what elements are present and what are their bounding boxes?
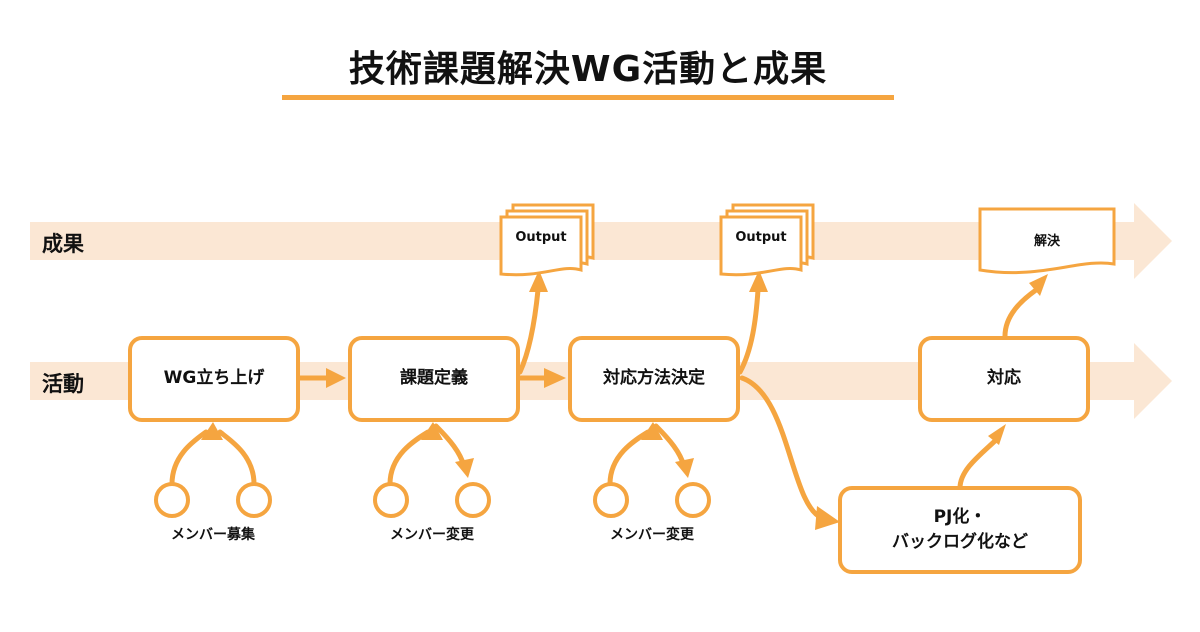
member-circle — [455, 482, 491, 518]
step-label: 課題定義 — [400, 368, 468, 389]
member-label-recruit: メンバー募集 — [171, 527, 255, 543]
step-label: 対応方法決定 — [603, 368, 705, 389]
member-circle — [675, 482, 711, 518]
step-wg-launch: WG立ち上げ — [128, 336, 300, 422]
arrow-member2-out — [433, 423, 467, 469]
member-label-change-1: メンバー変更 — [390, 527, 474, 543]
output-label-2: Output — [735, 230, 787, 245]
step-approach-decision: 対応方法決定 — [568, 336, 740, 422]
arrow-member3-out — [653, 423, 687, 469]
pj-line-1: PJ化・ — [933, 506, 987, 527]
arrow-member3-in — [607, 429, 651, 487]
title-underline — [282, 95, 894, 100]
arrow-step4-to-resolution — [1002, 287, 1039, 339]
member-label-change-2: メンバー変更 — [610, 527, 694, 543]
page-title: 技術課題解決WG活動と成果 — [348, 49, 828, 90]
arrow-member2-in — [387, 429, 431, 487]
arrow-step3-to-output2 — [737, 287, 761, 375]
step-issue-definition: 課題定義 — [348, 336, 520, 422]
arrow-member1b — [217, 429, 257, 487]
pj-backlog-box: PJ化・ バックログ化など — [838, 486, 1082, 574]
step-label: 対応 — [987, 368, 1021, 389]
member-circle — [373, 482, 409, 518]
step-label: WG立ち上げ — [163, 368, 265, 389]
member-circle — [154, 482, 190, 518]
output-doc-1 — [499, 203, 595, 277]
resolution-label: 解決 — [1033, 234, 1060, 249]
member-circle — [236, 482, 272, 518]
arrow-step2-to-output1 — [517, 287, 541, 375]
output-label-1: Output — [515, 230, 567, 245]
row-label-result: 成果 — [42, 232, 84, 256]
step-response: 対応 — [918, 336, 1090, 422]
resolution-doc — [978, 207, 1116, 275]
arrow-pj-to-step4 — [957, 437, 999, 491]
pj-line-2: バックログ化など — [892, 532, 1028, 552]
row-label-activity: 活動 — [42, 372, 84, 396]
arrow-step3-to-pj — [739, 375, 825, 521]
member-circle — [593, 482, 629, 518]
output-doc-2 — [719, 203, 815, 277]
arrow-member1a — [169, 429, 209, 487]
